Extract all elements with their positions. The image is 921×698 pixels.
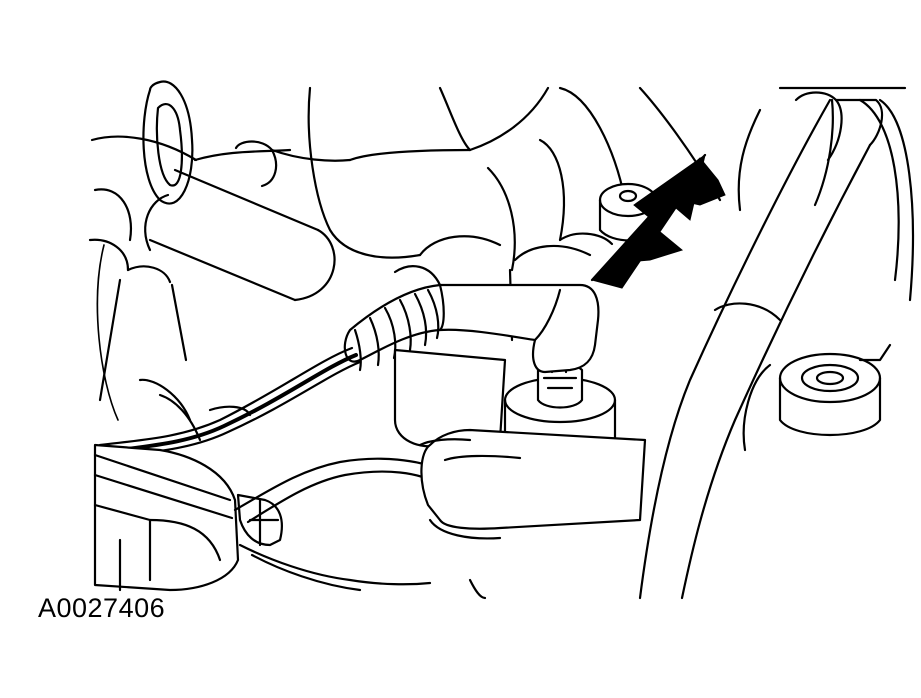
sensor-wire-harness xyxy=(98,346,362,460)
electrical-connector xyxy=(93,378,283,592)
arrow-pointer xyxy=(590,153,726,289)
engine-background-structure xyxy=(88,80,627,421)
exhaust-pipe-bar xyxy=(418,428,647,600)
figure-id-label: A0027406 xyxy=(38,593,166,623)
engine-right-structure xyxy=(558,86,914,600)
manifold-flange xyxy=(233,457,442,592)
oxygen-sensor xyxy=(343,265,600,374)
oxygen-sensor-boss xyxy=(393,244,617,457)
